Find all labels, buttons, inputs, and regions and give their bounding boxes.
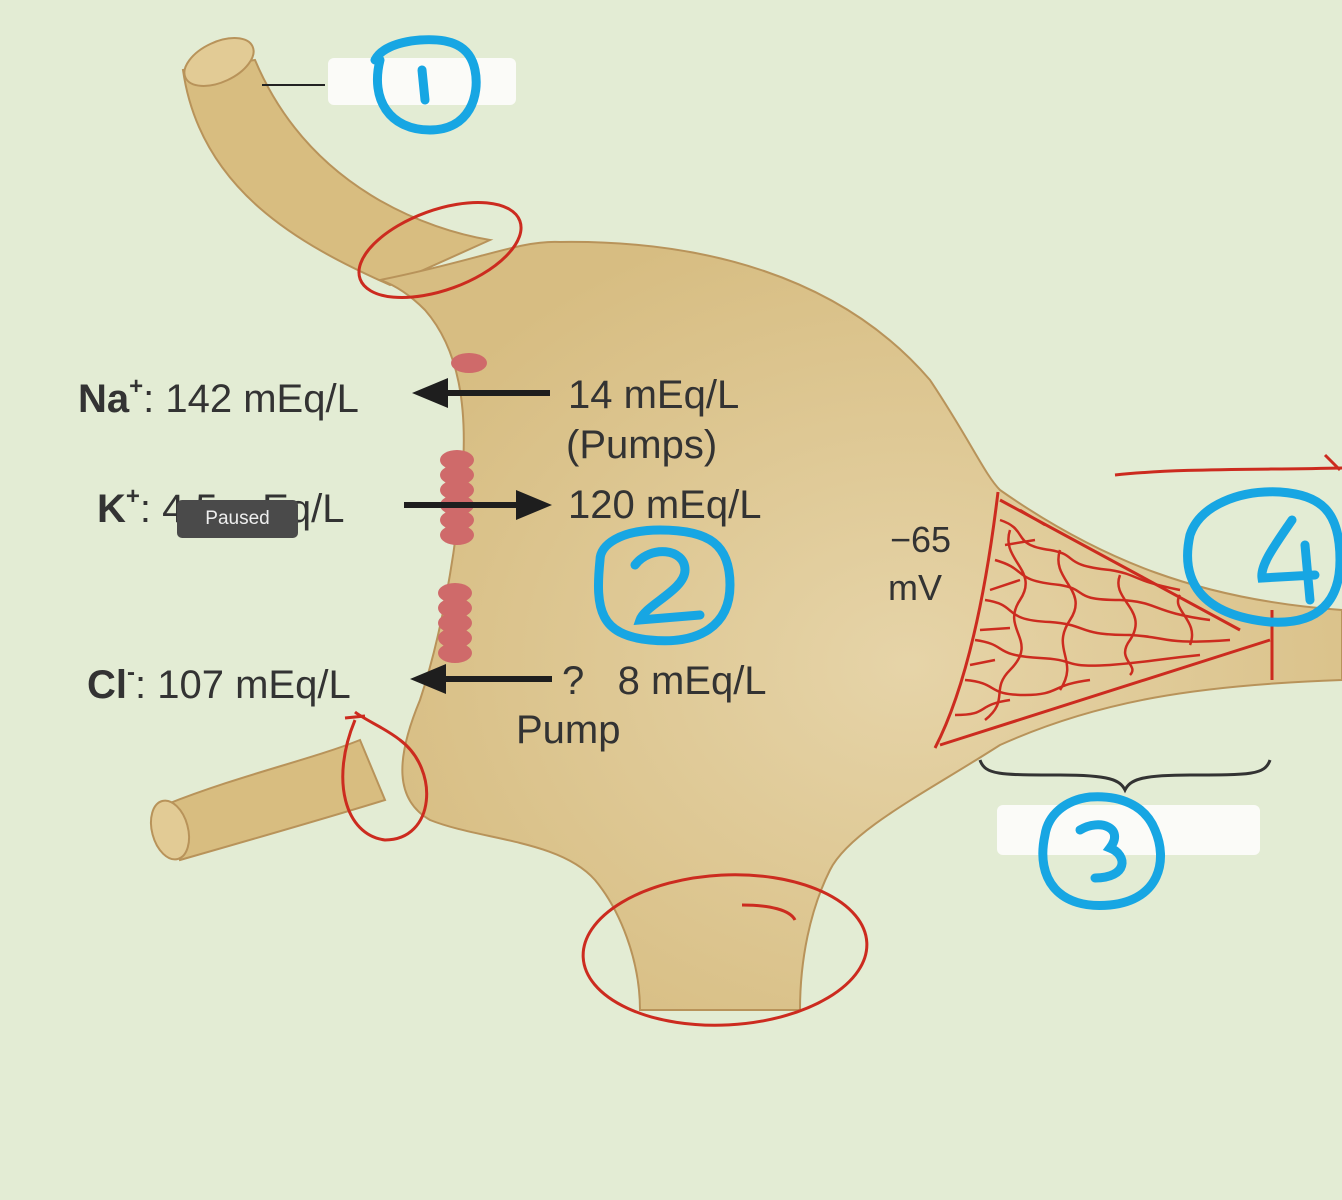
cl-symbol: Cl — [87, 663, 127, 707]
membrane-potential-unit: mV — [888, 567, 942, 608]
na-outside-label: Na+: 142 mEq/L — [78, 373, 359, 421]
axon-brace — [978, 759, 1272, 794]
cl-inside-value: ? 8 mEq/L — [562, 659, 767, 703]
cell-body — [376, 240, 1342, 1011]
k-symbol: K — [97, 487, 126, 531]
ion-channels — [438, 353, 487, 663]
axon-hillock-scribble — [954, 508, 1231, 721]
cl-outside-label: Cl-: 107 mEq/L — [87, 659, 351, 707]
cl-pump-note: Pump — [516, 708, 621, 752]
blue-circle-1 — [370, 35, 481, 135]
na-symbol: Na — [78, 377, 130, 421]
whiteout-box-3 — [997, 805, 1260, 855]
top-dendrite-end — [183, 37, 255, 87]
na-charge: + — [129, 373, 144, 400]
left-dendrite — [163, 738, 387, 862]
k-charge: + — [125, 483, 140, 510]
blue-circle-4 — [1183, 487, 1342, 627]
top-dendrite — [181, 58, 494, 287]
red-annotations — [341, 200, 1342, 1027]
membrane-potential-value: −65 — [890, 519, 952, 560]
paused-badge: Paused — [177, 500, 298, 538]
cl-charge: - — [127, 659, 135, 686]
left-dendrite-end — [149, 799, 191, 861]
blue-circle-2 — [593, 525, 735, 646]
cl-outside-value: : 107 mEq/L — [135, 663, 351, 707]
blue-annotations — [370, 35, 1342, 911]
na-outside-value: : 142 mEq/L — [143, 377, 359, 421]
blue-circle-3 — [1038, 792, 1165, 911]
na-inside-value: 14 mEq/L — [568, 373, 740, 417]
k-inside-value: 120 mEq/L — [568, 483, 762, 527]
ion-arrows — [404, 378, 552, 694]
na-pumps-note: (Pumps) — [566, 423, 718, 467]
